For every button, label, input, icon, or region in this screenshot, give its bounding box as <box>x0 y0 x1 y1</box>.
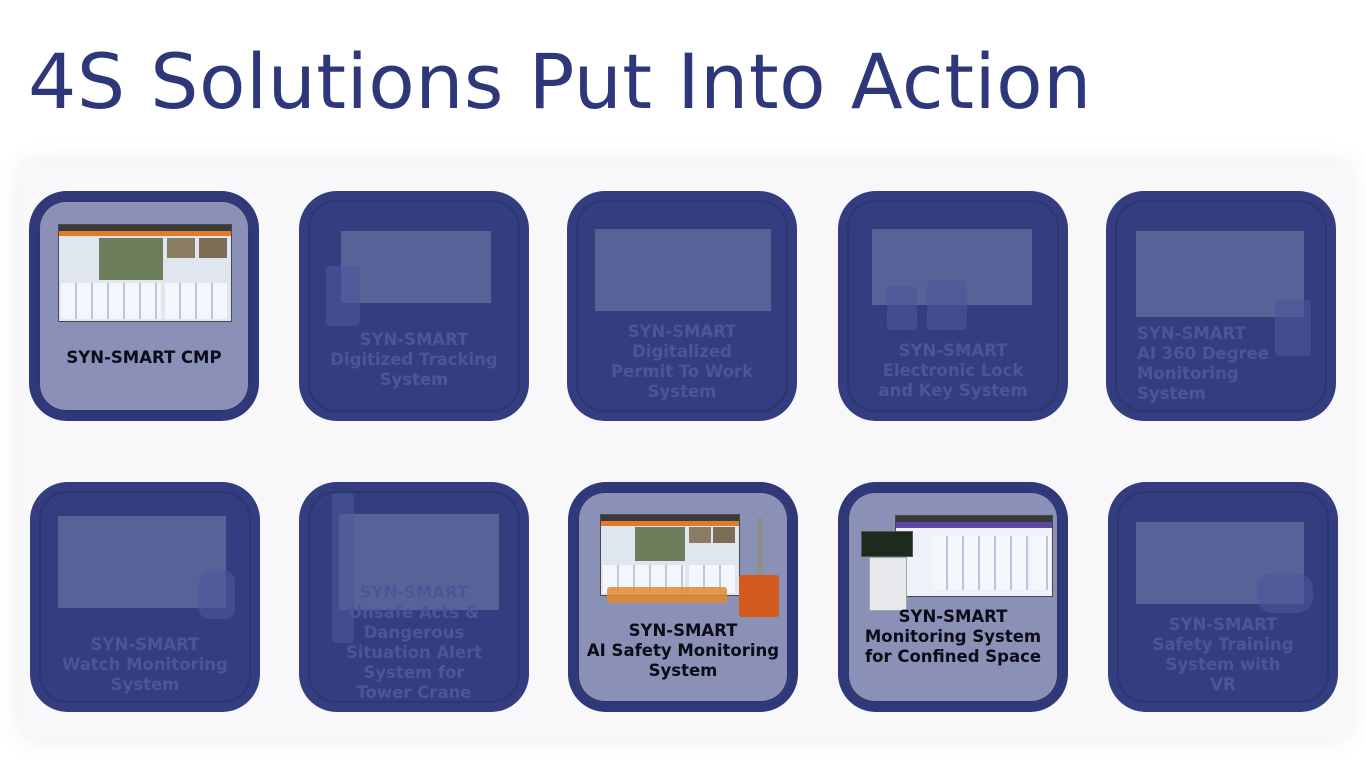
ppe-icons <box>607 587 727 603</box>
card-watch-monitoring[interactable]: SYN-SMART Watch Monitoring System <box>30 482 260 712</box>
monitoring-station-base-image <box>739 575 779 617</box>
card-digitized-tracking[interactable]: SYN-SMART Digitized Tracking System <box>299 191 529 421</box>
card-label: SYN-SMART Safety Training System with VR <box>1152 615 1294 694</box>
key-box-image <box>927 280 967 330</box>
card-permit-to-work[interactable]: SYN-SMART Digitalized Permit To Work Sys… <box>567 191 797 421</box>
card-label: SYN-SMART AI 360 Degree Monitoring Syste… <box>1137 324 1270 403</box>
card-label: SYN-SMART CMP <box>66 348 222 367</box>
card-label: SYN-SMART AI Safety Monitoring System <box>586 621 780 680</box>
card-label: SYN-SMART Digitized Tracking System <box>330 330 498 389</box>
lock-device-image <box>887 286 917 330</box>
card-cmp[interactable]: SYN-SMART CMP <box>29 191 259 421</box>
sensor-station-body-image <box>869 557 907 611</box>
card-label: SYN-SMART Monitoring System for Confined… <box>864 607 1042 666</box>
sensor-station-image <box>861 531 913 557</box>
phone-image <box>326 266 360 326</box>
card-label: SYN-SMART Electronic Lock and Key System <box>878 341 1028 400</box>
form-screenshot <box>594 228 772 312</box>
watch-image <box>199 571 235 619</box>
dashboard-screenshot <box>340 230 492 304</box>
monitoring-station-image <box>757 517 763 587</box>
card-ai-360[interactable]: SYN-SMART AI 360 Degree Monitoring Syste… <box>1106 191 1336 421</box>
card-label: SYN-SMART Watch Monitoring System <box>62 635 228 694</box>
card-electronic-lock[interactable]: SYN-SMART Electronic Lock and Key System <box>838 191 1068 421</box>
card-label: SYN-SMART Unsafe Acts & Dangerous Situat… <box>345 583 483 702</box>
vr-headset-image <box>1257 573 1313 613</box>
dashboard-screenshot <box>895 515 1053 597</box>
card-vr-training[interactable]: SYN-SMART Safety Training System with VR <box>1108 482 1338 712</box>
crane-sensor-image <box>332 493 354 643</box>
card-label: SYN-SMART Digitalized Permit To Work Sys… <box>610 322 754 401</box>
card-ai-safety-monitoring[interactable]: SYN-SMART AI Safety Monitoring System <box>568 482 798 712</box>
dashboard-screenshot <box>57 515 227 609</box>
card-confined-space[interactable]: SYN-SMART Monitoring System for Confined… <box>838 482 1068 712</box>
dashboard-screenshot <box>600 514 740 596</box>
excavator-image <box>1275 300 1311 356</box>
dashboard-screenshot <box>58 224 232 322</box>
card-tower-crane[interactable]: SYN-SMART Unsafe Acts & Dangerous Situat… <box>299 482 529 712</box>
page-title: 4S Solutions Put Into Action <box>28 37 1092 126</box>
solutions-panel: SYN-SMART CMP SYN-SMART Digitized Tracki… <box>20 162 1351 738</box>
